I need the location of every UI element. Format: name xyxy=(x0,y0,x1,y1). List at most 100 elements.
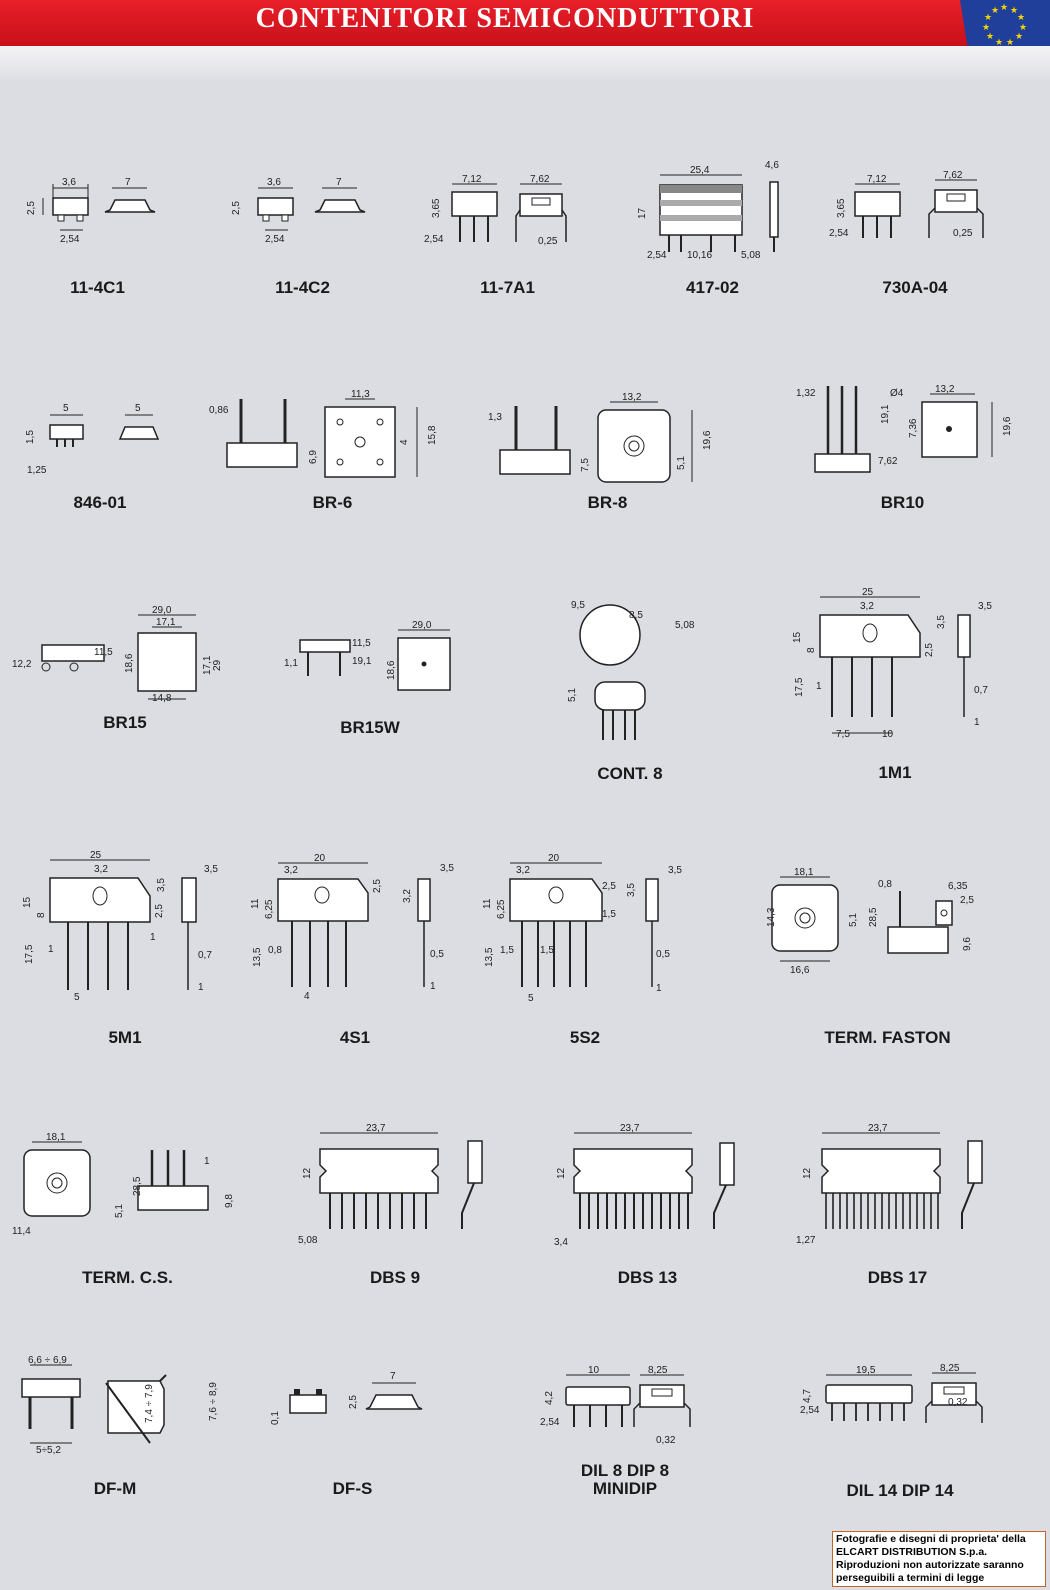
dimension-label: 1,5 xyxy=(25,430,36,444)
dimension-label: 25 xyxy=(862,587,874,598)
dimension-label: 3,5 xyxy=(204,864,218,875)
dimension-label: 19,6 xyxy=(1002,416,1013,436)
dimension-label: 0,7 xyxy=(974,685,988,696)
dimension-label: 1,32 xyxy=(796,388,816,399)
dimension-label: 3,6 xyxy=(62,177,76,188)
package-drawing: 7,12 7,62 3,65 2,54 0,25 xyxy=(424,174,567,247)
dimension-label: 0,25 xyxy=(953,228,973,239)
package-drawing: 3,6 7 2,5 2,54 xyxy=(231,177,366,245)
package-BR-6: 0,86 11,3 6,9 4 15,8 BR-6 xyxy=(205,385,460,525)
dimension-label: 0,25 xyxy=(538,236,558,247)
dimension-label: 13,5 xyxy=(484,947,495,967)
dimension-label: 4,2 xyxy=(544,1391,555,1405)
svg-text:★: ★ xyxy=(1015,32,1023,42)
dimension-label: 8,5 xyxy=(629,610,643,621)
dimension-label: 0,32 xyxy=(948,1397,968,1408)
package-5M1: 25 3,2 3,5 3,5 15 8 2,5 1 17,5 1 0,7 5 1… xyxy=(10,850,240,1060)
dimension-label: 28,5 xyxy=(132,1176,143,1196)
package-DIL8: 10 8,25 4,2 2,54 0,32 DIL 8 DIP 8 MINIDI… xyxy=(530,1365,720,1545)
dimension-label: 2,54 xyxy=(647,250,667,261)
package-DIL14: 19,5 8,25 4,7 2,54 0,32 DIL 14 DIP 14 xyxy=(790,1363,1010,1515)
svg-text:★: ★ xyxy=(1000,3,1008,13)
dimension-label: 7 xyxy=(336,177,342,188)
package-label: 846-01 xyxy=(73,493,127,512)
dimension-label: 6,6 ÷ 6,9 xyxy=(28,1355,67,1366)
dimension-label: 2,5 xyxy=(154,904,165,918)
copyright-line: Riproduzioni non autorizzate saranno xyxy=(836,1559,1024,1571)
dimension-label: 11,5 xyxy=(352,638,371,649)
package-label: BR10 xyxy=(880,493,925,512)
dimension-label: 1,25 xyxy=(27,465,47,476)
package-label: 5S2 xyxy=(569,1028,601,1047)
package-CONT8: 9,5 8,5 5,08 5,1 CONT. 8 xyxy=(545,590,715,795)
dimension-label: 17 xyxy=(637,207,648,219)
package-TERM-CS: 18,1 1 28,5 5,1 9,8 11,4 TERM. C.S. xyxy=(10,1130,245,1305)
dimension-label: 1,27 xyxy=(796,1235,816,1246)
dimension-label: 2,54 xyxy=(424,234,444,245)
dimension-label: 2,54 xyxy=(540,1417,560,1428)
dimension-label: 15 xyxy=(22,896,33,908)
package-drawing: 18,1 1 28,5 5,1 9,8 11,4 xyxy=(12,1132,235,1237)
dimension-label: 11,3 xyxy=(351,389,370,400)
svg-text:★: ★ xyxy=(991,6,999,16)
package-5S2: 20 3,2 2,5 3,5 3,5 11 6,25 1,5 1,5 1,5 1… xyxy=(470,853,700,1060)
dimension-label: 3,2 xyxy=(94,864,108,875)
dimension-label: 3,65 xyxy=(431,198,442,218)
dimension-label: 10,16 xyxy=(687,250,712,261)
dimension-label: 20 xyxy=(548,853,560,864)
dimension-label: 17,1 xyxy=(202,655,213,675)
package-drawing: 20 3,2 2,5 3,5 3,5 11 6,25 1,5 1,5 1,5 1… xyxy=(482,853,682,1004)
dimension-label: 5,1 xyxy=(114,1204,125,1218)
dimension-label: 13,2 xyxy=(935,384,955,395)
package-417-02: 25,4 4,6 17 2,54 10,16 5,08 417-02 xyxy=(625,160,800,310)
dimension-label: 4 xyxy=(399,439,410,445)
dimension-label: 15,8 xyxy=(427,425,438,445)
dimension-label: 7,4 ÷ 7,9 xyxy=(144,1384,155,1423)
dimension-label: 3,2 xyxy=(860,601,874,612)
package-label: DBS 9 xyxy=(369,1268,421,1287)
svg-text:★: ★ xyxy=(995,38,1003,48)
package-BR15: 29,0 17,1 11,5 12,2 18,6 17,1 29 14,8 BR… xyxy=(10,605,240,745)
package-label: BR-8 xyxy=(587,493,628,512)
dimension-label: 3,65 xyxy=(836,198,847,218)
package-label: DBS 17 xyxy=(867,1268,928,1287)
dimension-label: 1,5 xyxy=(602,909,616,920)
package-label: DIL 8 DIP 8 xyxy=(580,1461,670,1480)
package-846-01: 5 5 1,5 1,25 846-01 xyxy=(15,395,185,525)
copyright-line: Fotografie e disegni di proprieta' della xyxy=(836,1533,1026,1545)
dimension-label: 3,2 xyxy=(284,865,298,876)
dimension-label: 2,5 xyxy=(26,201,37,215)
dimension-label: 2,5 xyxy=(372,879,383,893)
package-drawing: 7,12 7,62 3,65 2,54 0,25 xyxy=(829,170,984,239)
dimension-label: 1,3 xyxy=(488,412,502,423)
dimension-label: 14,8 xyxy=(152,693,172,704)
dimension-label: 8,25 xyxy=(940,1363,960,1374)
package-DBS9: 23,7 12 5,08 DBS 9 xyxy=(290,1123,500,1305)
dimension-label: 0,5 xyxy=(430,949,444,960)
package-DF-M: 6,6 ÷ 6,9 7,4 ÷ 7,9 7,6 ÷ 8,9 5÷5,2 DF-M xyxy=(10,1355,220,1515)
dimension-label: 10 xyxy=(588,1365,600,1376)
dimension-label: 23,7 xyxy=(366,1123,386,1134)
package-drawing: 23,7 12 1,27 xyxy=(796,1123,983,1246)
dimension-label: 3,5 xyxy=(626,883,637,897)
dimension-label: 25,4 xyxy=(690,165,710,176)
dimension-label: 18,6 xyxy=(386,660,397,680)
dimension-label: 5 xyxy=(63,403,69,414)
dimension-label: 17,5 xyxy=(794,677,805,697)
package-drawing: 1,32 19,1 Ø4 13,2 7,36 19,6 7,62 xyxy=(796,384,1013,473)
dimension-label: 6,9 xyxy=(308,450,319,464)
dimension-label: 17,1 xyxy=(156,617,176,628)
dimension-label: 16,6 xyxy=(790,965,810,976)
dimension-label: 9,6 xyxy=(962,937,973,951)
dimension-label: 4,7 xyxy=(802,1389,813,1403)
dimension-label: 1 xyxy=(816,681,822,692)
package-label: 730A-04 xyxy=(882,278,948,297)
dimension-label: 0,86 xyxy=(209,405,229,416)
package-11-4C1: 3,6 7 2,5 2,54 11-4C1 xyxy=(15,170,180,310)
svg-text:★: ★ xyxy=(982,23,990,33)
dimension-label: 12 xyxy=(302,1167,313,1179)
svg-text:★: ★ xyxy=(984,13,992,23)
dimension-label: 2,5 xyxy=(960,895,974,906)
package-1M1: 25 3,2 3,5 15 8 2,5 3,5 17,5 1 0,7 7,5 1… xyxy=(780,585,1010,785)
dimension-label: 29,0 xyxy=(412,620,432,631)
